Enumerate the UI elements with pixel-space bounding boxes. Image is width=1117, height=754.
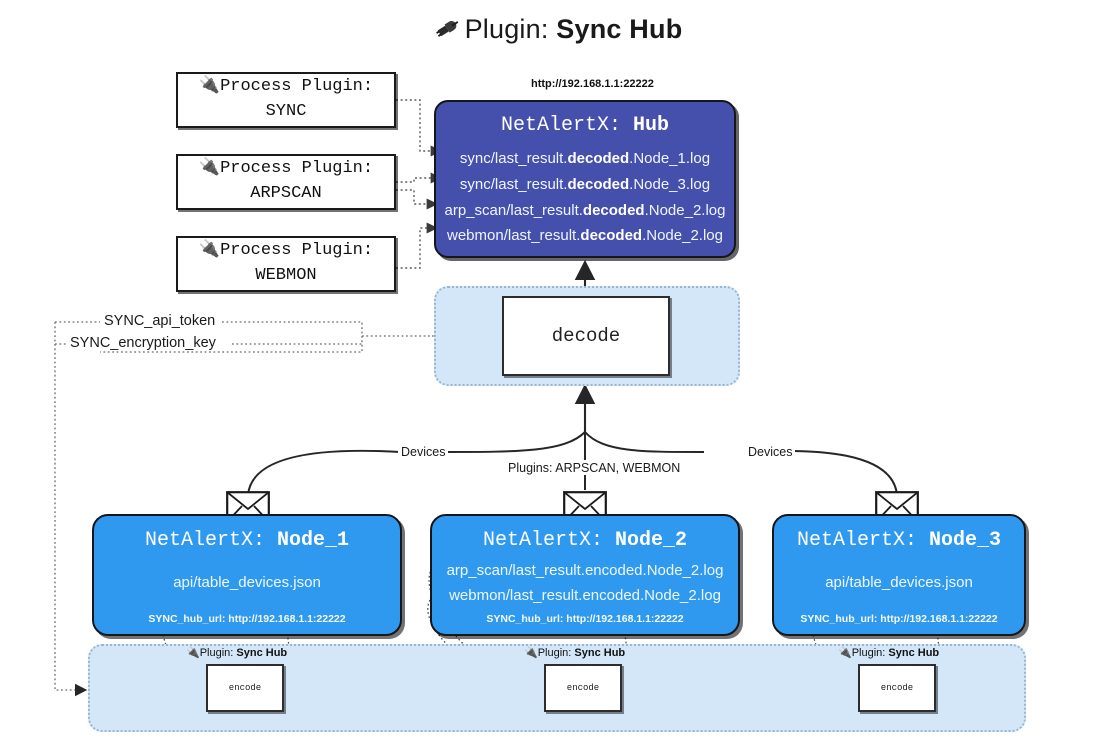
- node-title: NetAlertX: Node_3: [796, 529, 1002, 552]
- node-title: NetAlertX: Node_1: [144, 529, 350, 552]
- node-log-row: api/table_devices.json: [173, 574, 321, 591]
- encoder-plugin-label-3: 🔌Plugin: Sync Hub: [838, 647, 940, 659]
- plug-icon: 🔌: [198, 77, 221, 97]
- wire-node3-devices-tail: [584, 431, 705, 453]
- wire-node1-devices: [247, 449, 401, 496]
- node-title: NetAlertX: Node_2: [482, 529, 688, 552]
- process-plugin-name: ARPSCAN: [250, 184, 322, 203]
- process-plugin-box-arpscan[interactable]: 🔌Process Plugin: ARPSCAN: [176, 154, 396, 210]
- node-hub-url: SYNC_hub_url: http://192.168.1.1:22222: [148, 613, 346, 625]
- setting-api-token-label: SYNC_api_token: [100, 313, 220, 329]
- wire-plugin-arpscan-to-hub-2: [396, 189, 439, 210]
- node-rows: api/table_devices.json: [94, 552, 400, 613]
- node-rows: api/table_devices.json: [774, 552, 1024, 613]
- hub-log-row: webmon/last_result.decoded.Node_2.log: [447, 227, 723, 245]
- wire-node1-devices-tail: [440, 431, 586, 453]
- hub-url-label: http://192.168.1.1:22222: [531, 78, 654, 90]
- plug-icon: [435, 16, 461, 47]
- process-plugin-name: SYNC: [265, 102, 307, 121]
- setting-encryption-key-label: SYNC_encryption_key: [66, 335, 220, 351]
- plug-icon: 🔌: [186, 647, 200, 659]
- title-prefix: Plugin:: [464, 14, 549, 44]
- edge-label-devices-right: Devices: [745, 445, 796, 459]
- encode-box-1[interactable]: encode: [206, 664, 284, 712]
- node-log-row: arp_scan/last_result.encoded.Node_2.log: [446, 561, 724, 579]
- plug-icon: 🔌: [524, 647, 538, 659]
- process-plugin-title: 🔌Process Plugin:: [198, 159, 374, 179]
- process-plugin-title: 🔌Process Plugin:: [198, 77, 374, 97]
- process-plugin-name: WEBMON: [255, 266, 317, 285]
- node-log-row: webmon/last_result.encoded.Node_2.log: [449, 586, 721, 604]
- node-hub-url: SYNC_hub_url: http://192.168.1.1:22222: [486, 613, 684, 625]
- page-title: Plugin: Sync Hub: [0, 14, 1117, 45]
- wire-plugin-webmon-to-hub: [396, 222, 439, 269]
- process-plugin-title: 🔌Process Plugin:: [198, 241, 374, 261]
- plug-icon: 🔌: [198, 159, 221, 179]
- encoder-plugin-label-2: 🔌Plugin: Sync Hub: [524, 647, 626, 659]
- encode-box-3[interactable]: encode: [858, 664, 936, 712]
- hub-box[interactable]: NetAlertX: Hub sync/last_result.decoded.…: [434, 100, 736, 258]
- title-name: Sync Hub: [556, 14, 683, 44]
- node-box-node1[interactable]: NetAlertX: Node_1 api/table_devices.json…: [92, 514, 402, 636]
- node-rows: arp_scan/last_result.encoded.Node_2.log …: [432, 552, 738, 613]
- node-hub-url: SYNC_hub_url: http://192.168.1.1:22222: [800, 613, 998, 625]
- node-box-node3[interactable]: NetAlertX: Node_3 api/table_devices.json…: [772, 514, 1026, 636]
- encode-box-2[interactable]: encode: [544, 664, 622, 712]
- process-plugin-box-webmon[interactable]: 🔌Process Plugin: WEBMON: [176, 236, 396, 292]
- node-box-node2[interactable]: NetAlertX: Node_2 arp_scan/last_result.e…: [430, 514, 740, 636]
- edge-label-devices-left: Devices: [398, 445, 449, 459]
- decode-box[interactable]: decode: [502, 296, 670, 376]
- node-log-row: api/table_devices.json: [825, 574, 973, 591]
- encoder-plugin-label-1: 🔌Plugin: Sync Hub: [186, 647, 288, 659]
- hub-log-row: arp_scan/last_result.decoded.Node_2.log: [444, 201, 726, 219]
- edge-label-plugins-mid: Plugins: ARPSCAN, WEBMON: [505, 461, 684, 475]
- hub-log-row: sync/last_result.decoded.Node_3.log: [459, 175, 711, 193]
- hub-title: NetAlertX: Hub: [500, 114, 670, 137]
- process-plugin-box-sync[interactable]: 🔌Process Plugin: SYNC: [176, 72, 396, 128]
- plug-icon: 🔌: [198, 241, 221, 261]
- hub-log-row: sync/last_result.decoded.Node_1.log: [459, 150, 711, 167]
- plug-icon: 🔌: [838, 647, 852, 659]
